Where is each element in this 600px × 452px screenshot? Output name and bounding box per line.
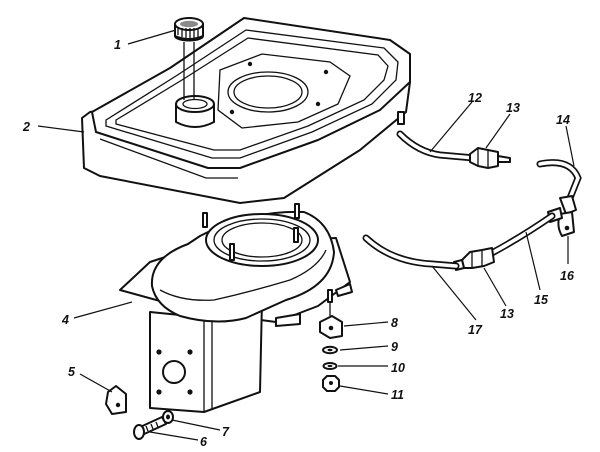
callout-7: 7 [222, 425, 230, 439]
callout-6: 6 [200, 435, 208, 449]
bolt [133, 416, 167, 440]
callout-8: 8 [391, 316, 398, 330]
callout-17: 17 [468, 323, 483, 337]
callout-numbers: 1 2 4 5 6 7 8 9 10 11 12 13 14 16 15 13 … [22, 38, 575, 449]
mounting-stud-stack [319, 289, 343, 392]
callout-12: 12 [468, 91, 482, 105]
callout-11: 11 [391, 388, 404, 402]
fuel-tank [81, 17, 411, 204]
callout-2: 2 [22, 120, 30, 134]
callout-10: 10 [391, 361, 405, 375]
fuel-filter-lower [453, 247, 495, 271]
fuel-filter-upper [469, 147, 511, 169]
callout-16: 16 [560, 269, 575, 283]
callout-1: 1 [114, 38, 121, 52]
callout-14: 14 [556, 113, 570, 127]
callout-5: 5 [68, 365, 76, 379]
washer [162, 410, 174, 424]
callout-13-upper: 13 [506, 101, 520, 115]
filler-cap [174, 17, 204, 100]
callout-4: 4 [61, 313, 69, 327]
fuel-hose-17 [362, 234, 460, 270]
fuel-hose-12 [396, 130, 478, 162]
fuel-hose-15 [486, 212, 556, 258]
tank-bracket [119, 203, 353, 413]
leader-lines [37, 29, 575, 441]
fuel-hose-14 [536, 159, 582, 202]
callout-15: 15 [534, 293, 549, 307]
callout-13-lower: 13 [500, 307, 514, 321]
clip [105, 385, 127, 415]
callout-9: 9 [391, 340, 398, 354]
